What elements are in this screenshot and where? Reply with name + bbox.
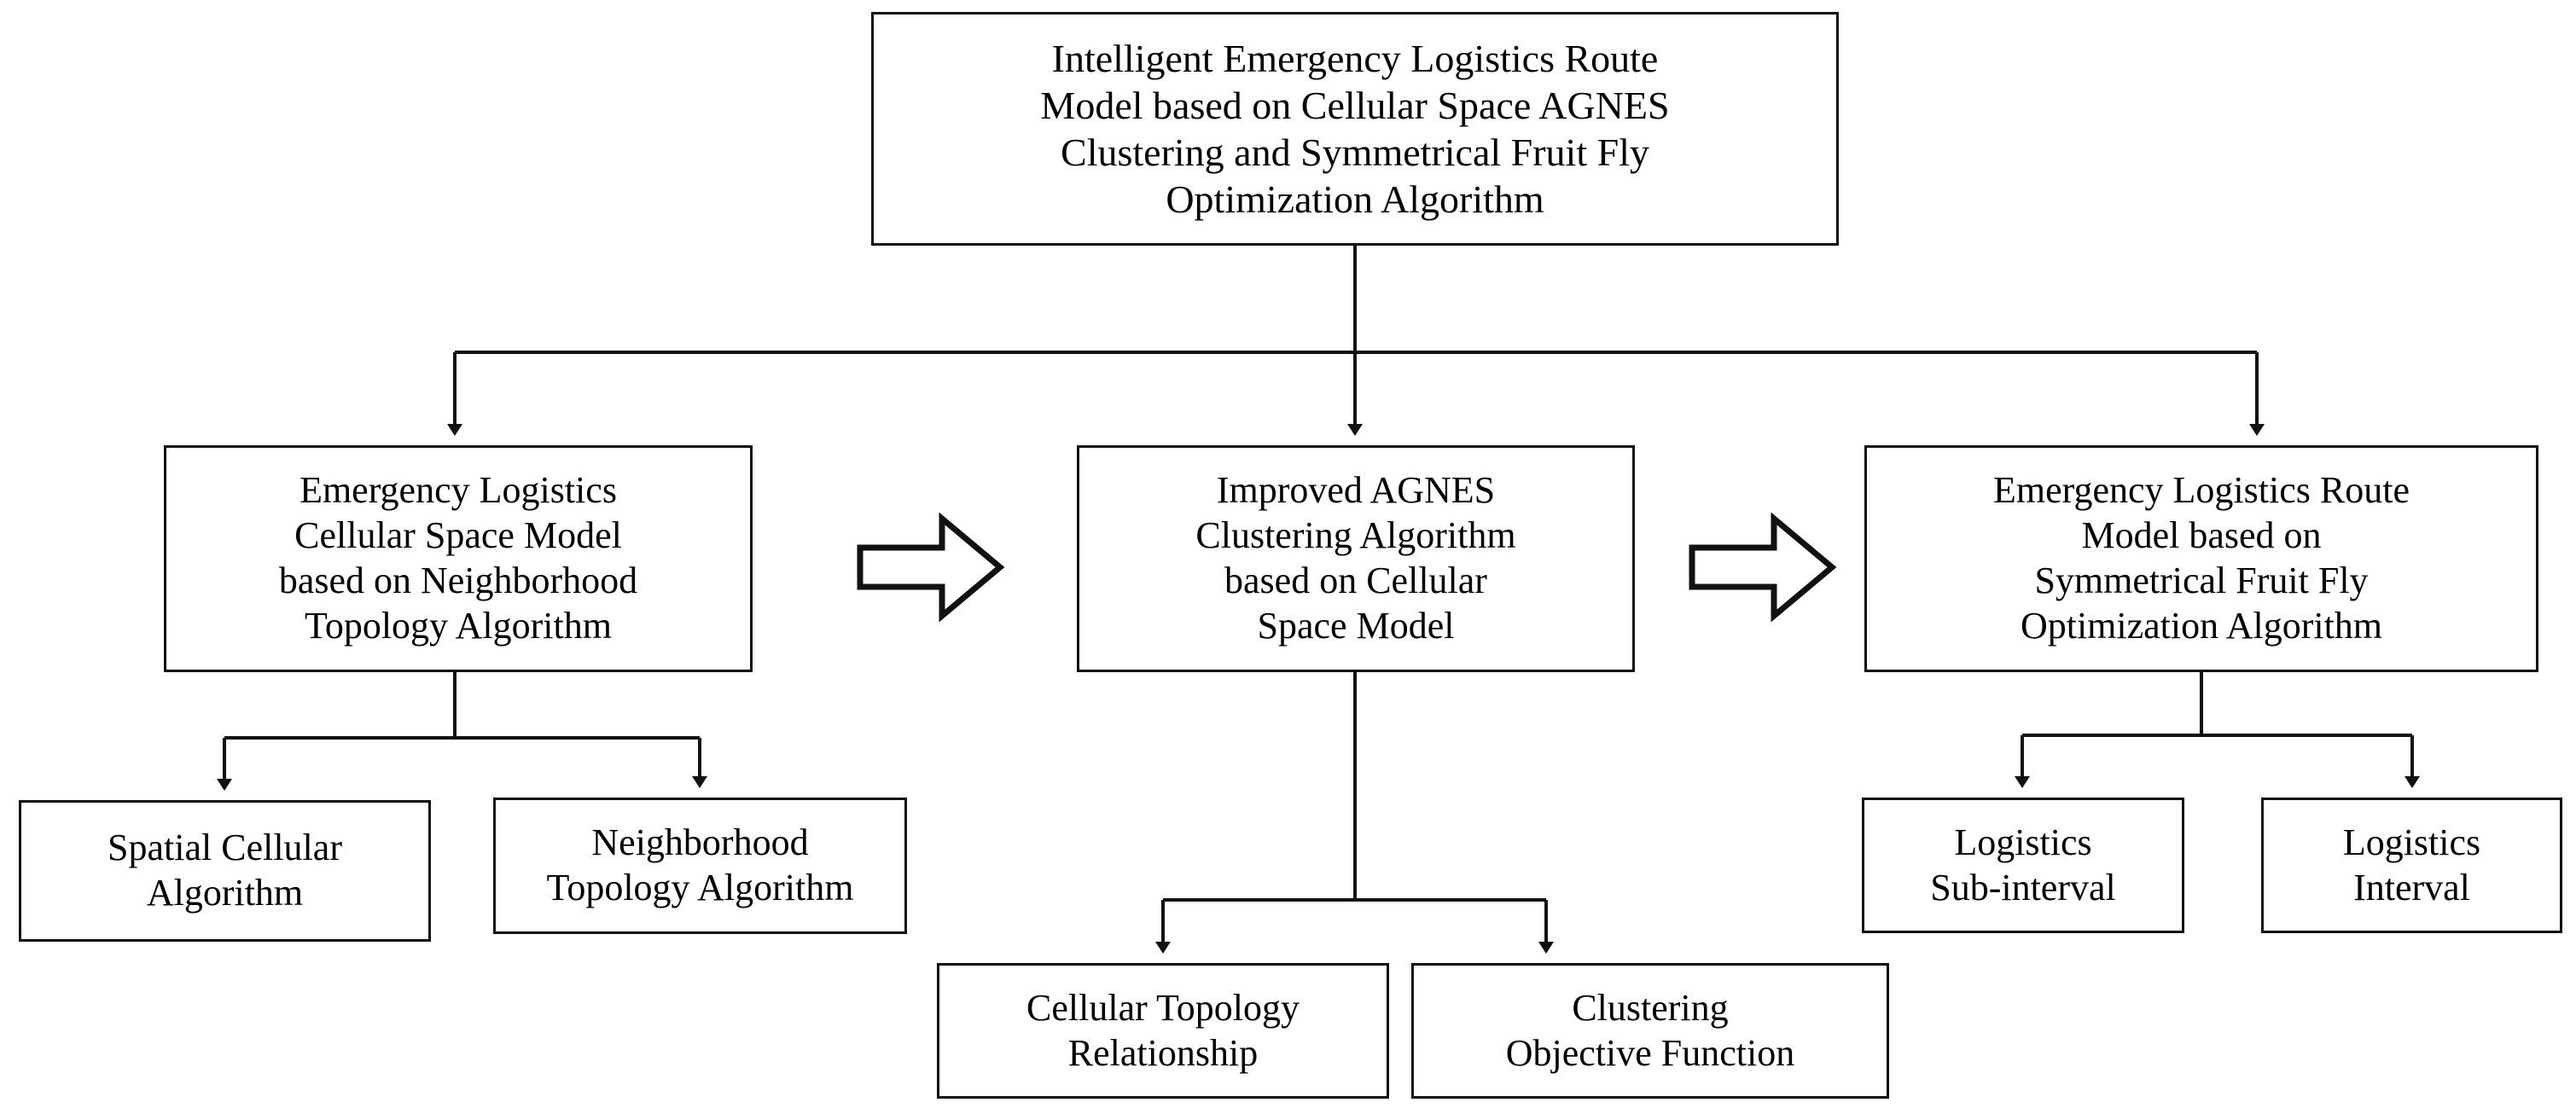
- node-emergency-logistics-route-model-fruit-fly-label: Emergency Logistics Route Model based on…: [1993, 469, 2410, 647]
- node-improved-agnes-clustering-algorithm[interactable]: Improved AGNES Clustering Algorithm base…: [1077, 445, 1635, 672]
- node-logistics-interval-label: Logistics Interval: [2342, 821, 2481, 908]
- node-clustering-objective-function[interactable]: Clustering Objective Function: [1411, 963, 1889, 1099]
- block-arrow-right-icon-2: [1689, 512, 1837, 623]
- node-cellular-topology-relationship-label: Cellular Topology Relationship: [1026, 986, 1300, 1074]
- node-neighborhood-topology-algorithm-label: Neighborhood Topology Algorithm: [546, 821, 854, 908]
- node-neighborhood-topology-algorithm[interactable]: Neighborhood Topology Algorithm: [493, 798, 907, 934]
- node-emergency-logistics-route-model-fruit-fly[interactable]: Emergency Logistics Route Model based on…: [1864, 445, 2538, 672]
- node-cellular-topology-relationship[interactable]: Cellular Topology Relationship: [937, 963, 1389, 1099]
- connector-root-to-bus: [455, 246, 2257, 354]
- node-spatial-cellular-algorithm-label: Spatial Cellular Algorithm: [108, 827, 342, 914]
- node-emergency-logistics-cellular-space-model[interactable]: Emergency Logistics Cellular Space Model…: [164, 445, 753, 672]
- node-root-model-label: Intelligent Emergency Logistics Route Mo…: [1040, 36, 1670, 222]
- node-logistics-sub-interval[interactable]: Logistics Sub-interval: [1862, 798, 2184, 933]
- connector-level2left-to-leaves: [217, 672, 707, 791]
- node-emergency-logistics-cellular-space-model-label: Emergency Logistics Cellular Space Model…: [278, 469, 638, 647]
- node-root-model[interactable]: Intelligent Emergency Logistics Route Mo…: [871, 12, 1839, 246]
- connector-level2right-to-leaves: [2015, 672, 2420, 788]
- node-logistics-interval[interactable]: Logistics Interval: [2261, 798, 2562, 933]
- node-clustering-objective-function-label: Clustering Objective Function: [1505, 986, 1795, 1074]
- node-spatial-cellular-algorithm[interactable]: Spatial Cellular Algorithm: [19, 800, 431, 942]
- block-arrow-right-icon-1: [857, 512, 1005, 623]
- node-improved-agnes-clustering-algorithm-label: Improved AGNES Clustering Algorithm base…: [1195, 469, 1516, 647]
- connector-level2middle-to-leaves: [1155, 672, 1554, 954]
- node-logistics-sub-interval-label: Logistics Sub-interval: [1930, 821, 2116, 908]
